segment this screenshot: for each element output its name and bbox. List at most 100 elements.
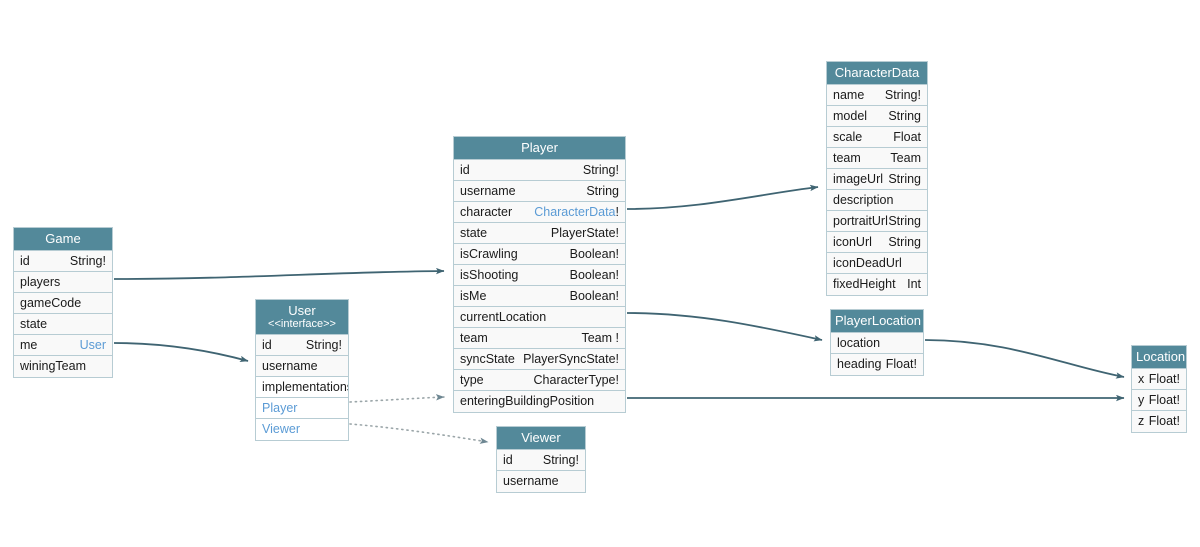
field-type: String!	[885, 85, 921, 105]
field-name: location	[837, 336, 881, 350]
field-type-text: PlayerSyncState!	[523, 352, 619, 366]
field-type: String	[888, 211, 921, 231]
field-type: PlayerSyncState!	[523, 349, 619, 369]
field-type: CharacterType!	[534, 370, 619, 390]
field-row[interactable]: gameCodeString!	[14, 293, 112, 314]
entity-game[interactable]: GameidString!players[Player!]gameCodeStr…	[13, 227, 113, 378]
field-name: description	[833, 193, 894, 207]
field-type: User	[80, 335, 106, 355]
field-name: players	[20, 275, 61, 289]
field-name: scale	[833, 130, 863, 144]
entity-title-viewer: Viewer	[497, 427, 585, 450]
field-name: winingTeam	[20, 359, 87, 373]
field-row[interactable]: currentLocationPlayerLocation!	[454, 307, 625, 328]
field-type: Int	[907, 274, 921, 294]
field-row[interactable]: locationLocation!	[831, 333, 923, 354]
field-type-text: CharacterType!	[533, 373, 619, 387]
field-row[interactable]: iconDeadUrlString	[827, 253, 927, 274]
field-name: enteringBuildingPosition	[460, 394, 595, 408]
field-name: username	[460, 184, 516, 198]
field-type-text: Team	[890, 151, 921, 165]
implementation-row[interactable]: Viewer	[256, 419, 348, 440]
field-name: iconUrl	[833, 235, 872, 249]
field-name: gameCode	[20, 296, 82, 310]
field-row[interactable]: players[Player!]	[14, 272, 112, 293]
field-row[interactable]: scale Float	[827, 127, 927, 148]
field-type-text: String!	[884, 88, 921, 102]
field-type-text: Float	[893, 130, 921, 144]
entity-user[interactable]: User<<interface>>idString!usernameString…	[255, 299, 349, 441]
field-row[interactable]: descriptionString	[827, 190, 927, 211]
edge-game-me-to-user	[113, 342, 249, 362]
field-row[interactable]: iconUrl String	[827, 232, 927, 253]
implementation-row[interactable]: Player	[256, 398, 348, 419]
field-type-text: Boolean!	[569, 247, 619, 261]
entity-name: Location	[1136, 349, 1186, 364]
field-type-text: Int	[907, 277, 921, 291]
field-row[interactable]: isShooting Boolean!	[454, 265, 625, 286]
field-type: Boolean!	[570, 286, 619, 306]
field-type-text: Float!	[885, 357, 917, 371]
field-type: String	[888, 232, 921, 252]
field-name: iconDeadUrl	[833, 256, 902, 270]
field-row[interactable]: winingTeamTeam	[14, 356, 112, 377]
field-type: Float!	[1149, 411, 1180, 431]
field-name: character	[460, 205, 513, 219]
field-row[interactable]: state PlayerState!	[454, 223, 625, 244]
entity-title-location: Location	[1132, 346, 1186, 369]
implementation-name: Viewer	[262, 422, 300, 436]
field-row[interactable]: stateGameState!	[14, 314, 112, 335]
field-type: PlayerState!	[551, 223, 619, 243]
entity-name: Viewer	[521, 430, 561, 445]
field-name: id	[460, 163, 470, 177]
field-type: Boolean!	[570, 265, 619, 285]
field-type: String!	[306, 335, 342, 355]
field-name: id	[20, 254, 30, 268]
field-name: portraitUrl	[833, 214, 888, 228]
edge-player-character-to-chardata	[626, 184, 819, 210]
field-name: isShooting	[460, 268, 519, 282]
field-type: Team !	[581, 328, 619, 348]
edge-user-impl-viewer	[349, 423, 489, 444]
entity-playerlocation[interactable]: PlayerLocationlocationLocation!headingFl…	[830, 309, 924, 376]
field-type: Boolean!	[570, 244, 619, 264]
field-type-text: Boolean!	[569, 268, 619, 282]
edge-user-impl-player	[349, 394, 445, 403]
entity-name: CharacterData	[834, 65, 920, 80]
field-type: Team	[75, 376, 106, 377]
field-name: y	[1138, 393, 1145, 407]
implementations-label: implementations	[256, 377, 348, 398]
entity-stereotype: <<interface>>	[268, 318, 336, 330]
field-type-nonnull: !	[615, 205, 619, 219]
field-name: state	[460, 226, 488, 240]
field-row[interactable]: enteringBuildingPositionLocation	[454, 391, 625, 412]
